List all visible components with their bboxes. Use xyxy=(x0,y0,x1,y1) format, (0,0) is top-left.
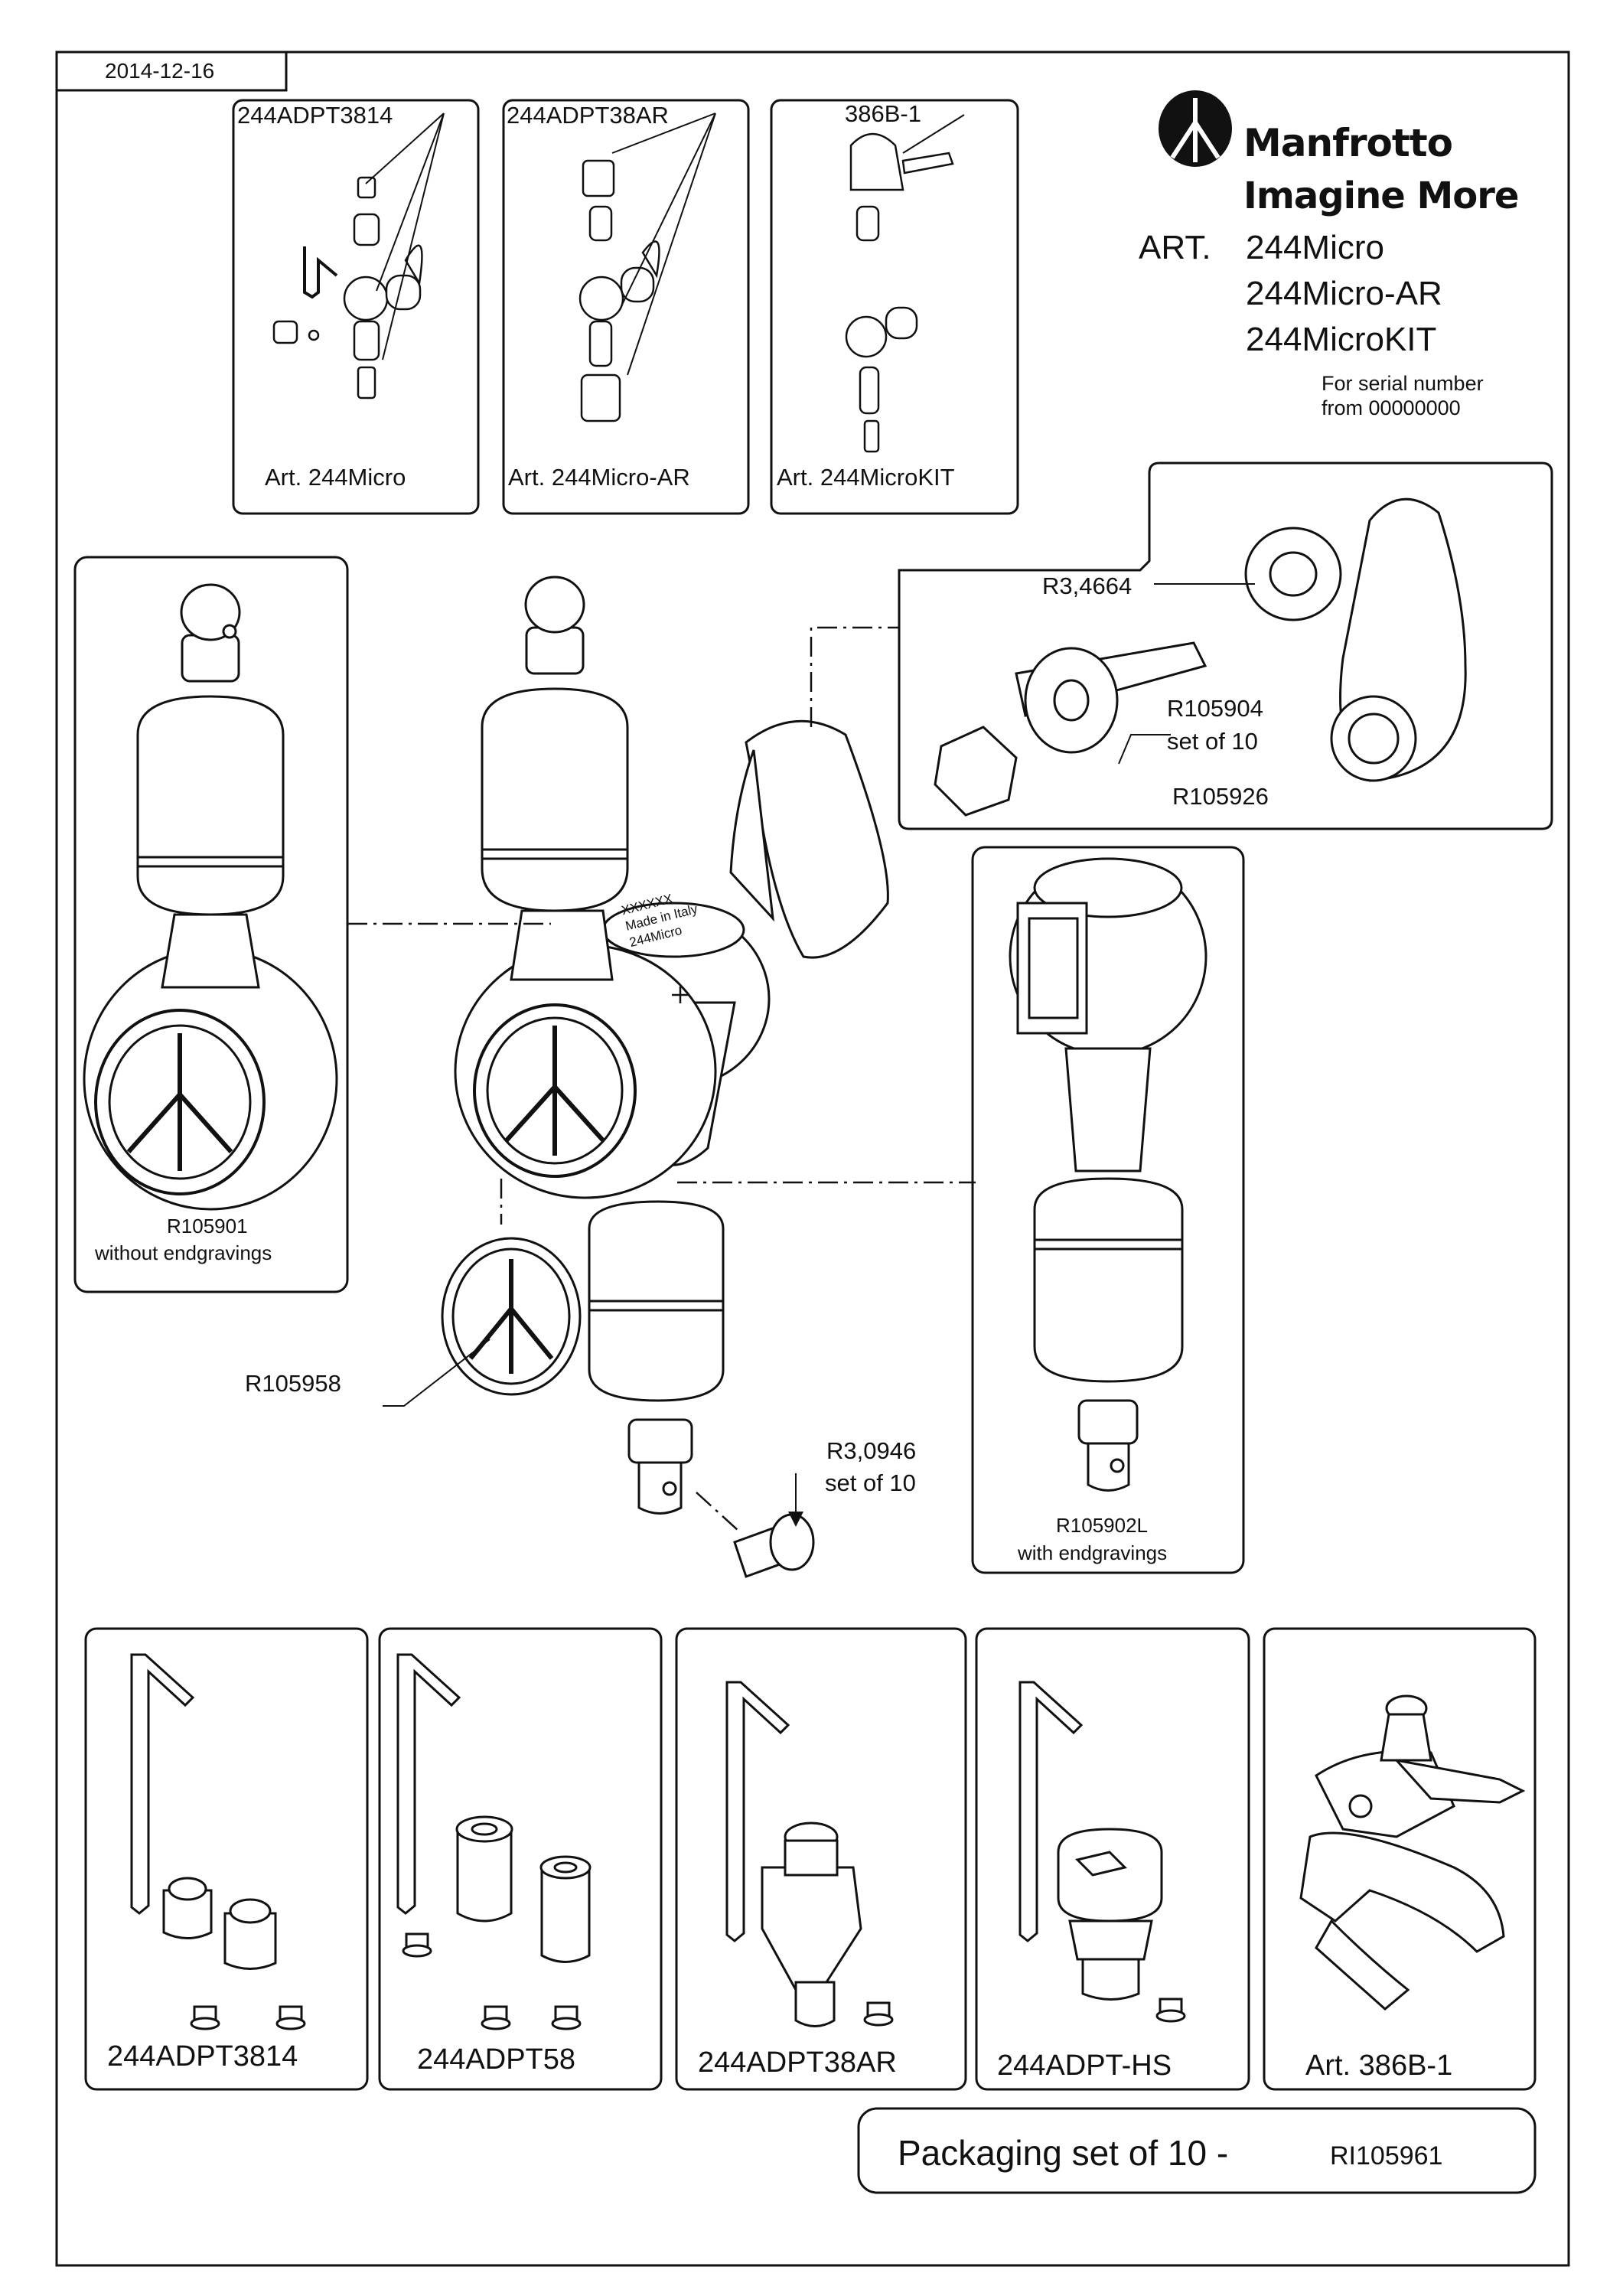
accessory-244adpt-hs-drawing xyxy=(1018,1681,1186,2023)
variant-caption-244micro-ar: Art. 244Micro-AR xyxy=(508,464,690,491)
accessory-frame-244adpt58 xyxy=(378,1627,663,2091)
part-label-r105901: R105901 xyxy=(167,1215,248,1238)
part-label-r30946-sub: set of 10 xyxy=(825,1469,916,1496)
part-label-r105904: R105904 xyxy=(1167,695,1263,722)
art-prefix: ART. xyxy=(1139,229,1211,266)
accessory-frame-386b-1 xyxy=(1263,1627,1537,2091)
article-244micro: 244Micro xyxy=(1246,229,1384,266)
thumb-assembly-244micro-ar xyxy=(578,113,716,422)
variant-code-244adpt38ar: 244ADPT38AR xyxy=(507,102,669,129)
part-label-r30946: R3,0946 xyxy=(826,1437,917,1464)
part-label-r105904-sub: set of 10 xyxy=(1167,728,1258,755)
thumb-assembly-244micro xyxy=(272,113,445,400)
article-244micro-ar: 244Micro-AR xyxy=(1246,275,1442,312)
variant-frame-244micro xyxy=(232,99,480,515)
leader-r105904 xyxy=(1118,734,1171,765)
variant-caption-244microkit: Art. 244MicroKIT xyxy=(777,464,955,491)
spare-frame-r105926 xyxy=(898,461,1553,830)
date-box xyxy=(55,51,288,92)
variant-frame-244microkit xyxy=(770,99,1019,515)
part-r105958-drawing xyxy=(441,1237,582,1396)
accessory-label-244adpt3814: 244ADPT3814 xyxy=(107,2040,298,2073)
construction-line-screw xyxy=(696,1492,739,1531)
part-label-r105958: R105958 xyxy=(245,1370,341,1397)
part-label-r105902l: R105902L xyxy=(1056,1514,1148,1537)
accessory-frame-244adpt3814 xyxy=(84,1627,369,2091)
manfrotto-logo-mark xyxy=(1159,90,1232,167)
center-mark-1 xyxy=(672,987,689,1003)
drawing-date: 2014-12-16 xyxy=(105,59,215,83)
construction-line-top xyxy=(810,626,899,727)
part-label-r105926: R105926 xyxy=(1172,783,1269,810)
brand-tagline: Imagine More xyxy=(1243,174,1519,217)
accessory-label-386b-1: Art. 386B-1 xyxy=(1305,2050,1453,2082)
accessory-frame-244adpt-hs xyxy=(975,1627,1250,2091)
brand-name: Manfrotto xyxy=(1243,121,1453,165)
serial-line-2: from 00000000 xyxy=(1322,396,1461,419)
variant-caption-244micro: Art. 244Micro xyxy=(265,464,406,491)
accessory-244adpt3814-drawing xyxy=(130,1653,306,2030)
packaging-frame xyxy=(857,2107,1537,2194)
thumb-assembly-244microkit xyxy=(845,114,965,453)
part-r30946-drawing xyxy=(733,1513,815,1578)
accessory-label-244adpt58: 244ADPT58 xyxy=(417,2043,576,2076)
accessory-244adpt38ar-drawing xyxy=(725,1681,894,2027)
leader-r105958 xyxy=(383,1339,490,1407)
variant-code-244adpt3814: 244ADPT3814 xyxy=(237,102,393,129)
spare-frame-r105902l xyxy=(971,846,1245,1574)
accessory-244adpt58-drawing xyxy=(396,1653,592,2030)
accessory-label-244adpt-hs: 244ADPT-HS xyxy=(997,2050,1172,2082)
part-label-r105901-sub: without endgravings xyxy=(95,1241,272,1264)
part-r105901-drawing xyxy=(83,583,338,1211)
part-label-r34664: R3,4664 xyxy=(1042,572,1133,599)
serial-line-1: For serial number xyxy=(1322,372,1484,395)
part-label-r105902l-sub: with endgravings xyxy=(1018,1541,1168,1564)
article-244microkit: 244MicroKIT xyxy=(1246,321,1437,358)
part-r105926-drawing xyxy=(934,497,1467,817)
part-r105902l-drawing xyxy=(1009,857,1207,1492)
variant-frame-244micro-ar xyxy=(502,99,750,515)
accessory-label-244adpt38ar: 244ADPT38AR xyxy=(698,2047,897,2079)
variant-code-386b-1: 386B-1 xyxy=(845,100,921,127)
outer-frame xyxy=(55,51,1570,2267)
central-assembly-drawing xyxy=(454,576,889,1515)
accessory-386b-1-drawing xyxy=(1299,1694,1526,2011)
packaging-label: Packaging set of 10 - xyxy=(898,2133,1229,2173)
accessory-frame-244adpt38ar xyxy=(675,1627,967,2091)
packaging-code: RI105961 xyxy=(1330,2141,1443,2170)
